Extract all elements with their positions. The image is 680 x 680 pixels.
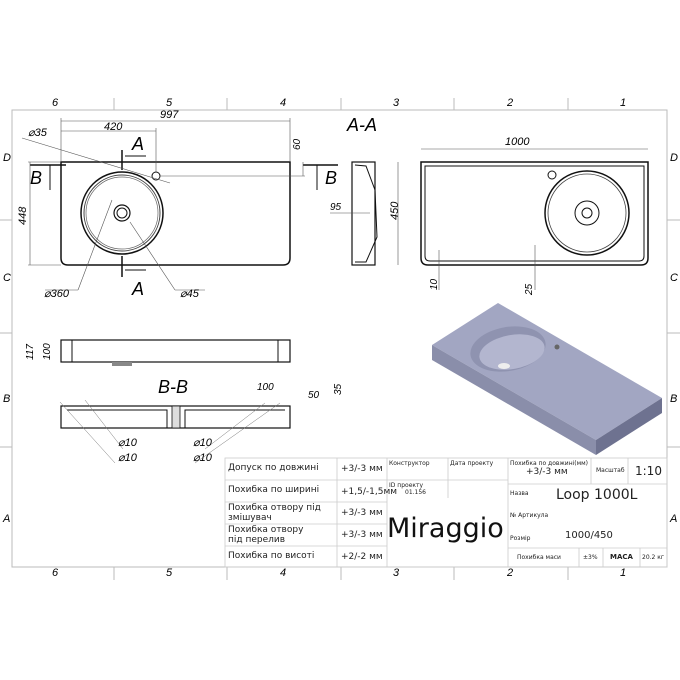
tolerance-label-length: Допуск по довжині [228,463,319,473]
zone-col-2-bottom: 2 [507,567,514,579]
tolerance-value-length: +3/-3 мм [341,464,383,474]
isometric-render [432,303,662,455]
scale-value: 1:10 [635,464,662,478]
tolerance-value-height: +2/-2 мм [341,552,383,562]
zone-col-3: 3 [393,97,400,109]
svg-text:95: 95 [330,202,342,213]
zone-col-2: 2 [507,97,514,109]
svg-text:420: 420 [104,121,123,133]
section-aa-view: A-A 95 1000 450 10 25 [330,115,649,296]
svg-text:448: 448 [17,206,29,225]
mass-label: МАСА [610,553,633,561]
zone-col-1: 1 [620,97,627,109]
zone-row-d: D [3,152,11,164]
mass-tolerance: ±3% [583,554,598,561]
svg-text:60: 60 [292,138,303,150]
zone-col-3-bottom: 3 [393,567,400,579]
svg-text:450: 450 [389,201,401,220]
tolerance-label-width: Похибка по ширині [228,485,320,495]
zone-col-6-bottom: 6 [52,567,59,579]
mass-value: 20.2 кг [642,554,665,561]
tolerance-value-overflow-hole: +3/-3 мм [341,530,383,540]
zone-col-6: 6 [52,97,59,109]
svg-text:10: 10 [429,278,440,290]
zone-row-d-right: D [670,152,678,164]
svg-text:A-A: A-A [346,115,377,135]
tolerance-value-mixer-hole: +3/-3 мм [341,508,383,518]
zone-col-4: 4 [280,97,287,109]
svg-text:B: B [325,168,337,188]
zone-row-c: C [3,272,11,284]
size-label: Розмір [510,535,531,542]
svg-text:⌀10: ⌀10 [118,437,138,449]
design-date-label: Дата проекту [450,460,494,467]
svg-text:50: 50 [308,390,320,401]
tolerance-label-mixer-hole: Похибка отвору під змішувач [228,503,321,523]
svg-text:100: 100 [257,382,274,393]
product-name: Loop 1000L [556,487,638,503]
zone-col-4-bottom: 4 [280,567,287,579]
zone-row-a-right: A [670,513,678,525]
project-id-label: ID проекту [389,482,424,489]
zone-row-a: A [3,513,11,525]
zone-col-5-bottom: 5 [166,567,173,579]
svg-text:⌀45: ⌀45 [180,288,200,300]
brand-logo: Miraggio [387,513,504,544]
tolerance-value-width: +1,5/-1,5мм [341,487,398,497]
scale-label: Масштаб [596,467,625,474]
svg-text:⌀10: ⌀10 [193,437,213,449]
length-tolerance-value: +3/-3 мм [526,467,568,477]
name-label: Назва [510,490,529,497]
svg-text:⌀35: ⌀35 [28,127,48,139]
svg-text:1000: 1000 [505,136,530,148]
tolerance-label-height: Похибка по висоті [228,551,315,561]
title-block-grid [224,457,668,568]
zone-row-b-right: B [670,393,678,405]
svg-text:⌀10: ⌀10 [118,452,138,464]
svg-text:B: B [30,168,42,188]
svg-text:A: A [131,279,144,299]
svg-text:35: 35 [333,383,344,395]
svg-text:25: 25 [524,283,535,296]
size-value: 1000/450 [565,530,613,541]
zone-row-c-right: C [670,272,678,284]
svg-text:⌀360: ⌀360 [44,288,70,300]
svg-text:100: 100 [42,343,53,360]
svg-text:A: A [131,134,144,154]
svg-text:⌀10: ⌀10 [193,452,213,464]
project-id: 01.156 [405,489,426,496]
side-view: 117 100 [25,339,291,366]
svg-text:117: 117 [25,344,36,360]
length-tolerance-label: Похибка по довжині(мм) [510,460,589,467]
mass-tolerance-label: Похибка маси [517,554,561,561]
top-view: 997 420 ⌀35 60 448 ⌀360 ⌀45 A A B B [17,109,338,300]
zone-col-1-bottom: 1 [620,567,627,579]
svg-text:B-B: B-B [158,377,188,397]
designer-label: Конструктор [389,460,430,467]
svg-text:997: 997 [160,109,179,121]
zone-col-5: 5 [166,97,173,109]
zone-row-b: B [3,393,11,405]
section-bb-view: B-B ⌀10 ⌀10 ⌀10 ⌀10 100 50 35 [59,377,344,464]
article-label: № Артикула [510,512,549,519]
tolerance-label-overflow-hole: Похибка отвору під перелив [228,525,304,545]
